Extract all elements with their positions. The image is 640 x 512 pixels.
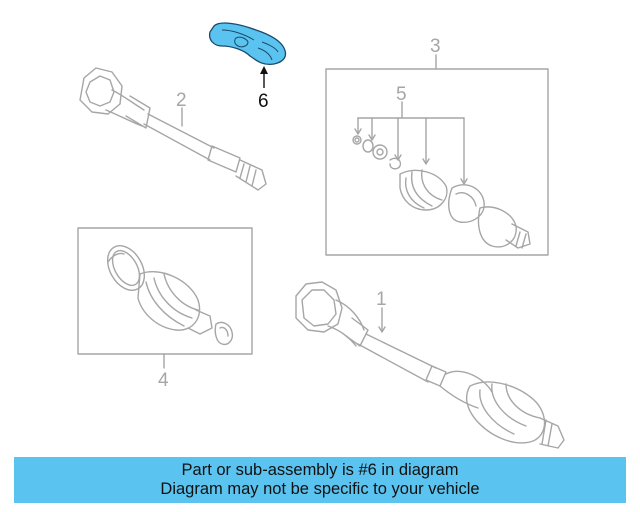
banner-line-1: Part or sub-assembly is #6 in diagram	[181, 461, 459, 479]
callout-6[interactable]: 6	[258, 91, 269, 112]
part-4-boot-components[interactable]	[100, 239, 234, 346]
part-1-shaft[interactable]	[295, 281, 565, 449]
part-3-kit-box[interactable]	[325, 68, 549, 256]
part-2-shaft[interactable]	[79, 67, 267, 191]
callout-2[interactable]: 2	[176, 90, 187, 111]
part-4-kit-box[interactable]	[77, 227, 253, 355]
part-3-joint-components[interactable]	[352, 135, 531, 249]
info-banner: Part or sub-assembly is #6 in diagram Di…	[14, 457, 626, 503]
part-5-leaders	[354, 101, 468, 185]
callout-5[interactable]: 5	[396, 84, 407, 105]
banner-line-2: Diagram may not be specific to your vehi…	[160, 480, 480, 498]
part-6-leader	[260, 66, 268, 88]
callout-3[interactable]: 3	[430, 36, 441, 57]
callout-4[interactable]: 4	[158, 370, 169, 391]
part-1-arrow	[378, 326, 386, 333]
part-6-highlighted[interactable]	[208, 22, 287, 66]
callout-1[interactable]: 1	[376, 289, 387, 310]
